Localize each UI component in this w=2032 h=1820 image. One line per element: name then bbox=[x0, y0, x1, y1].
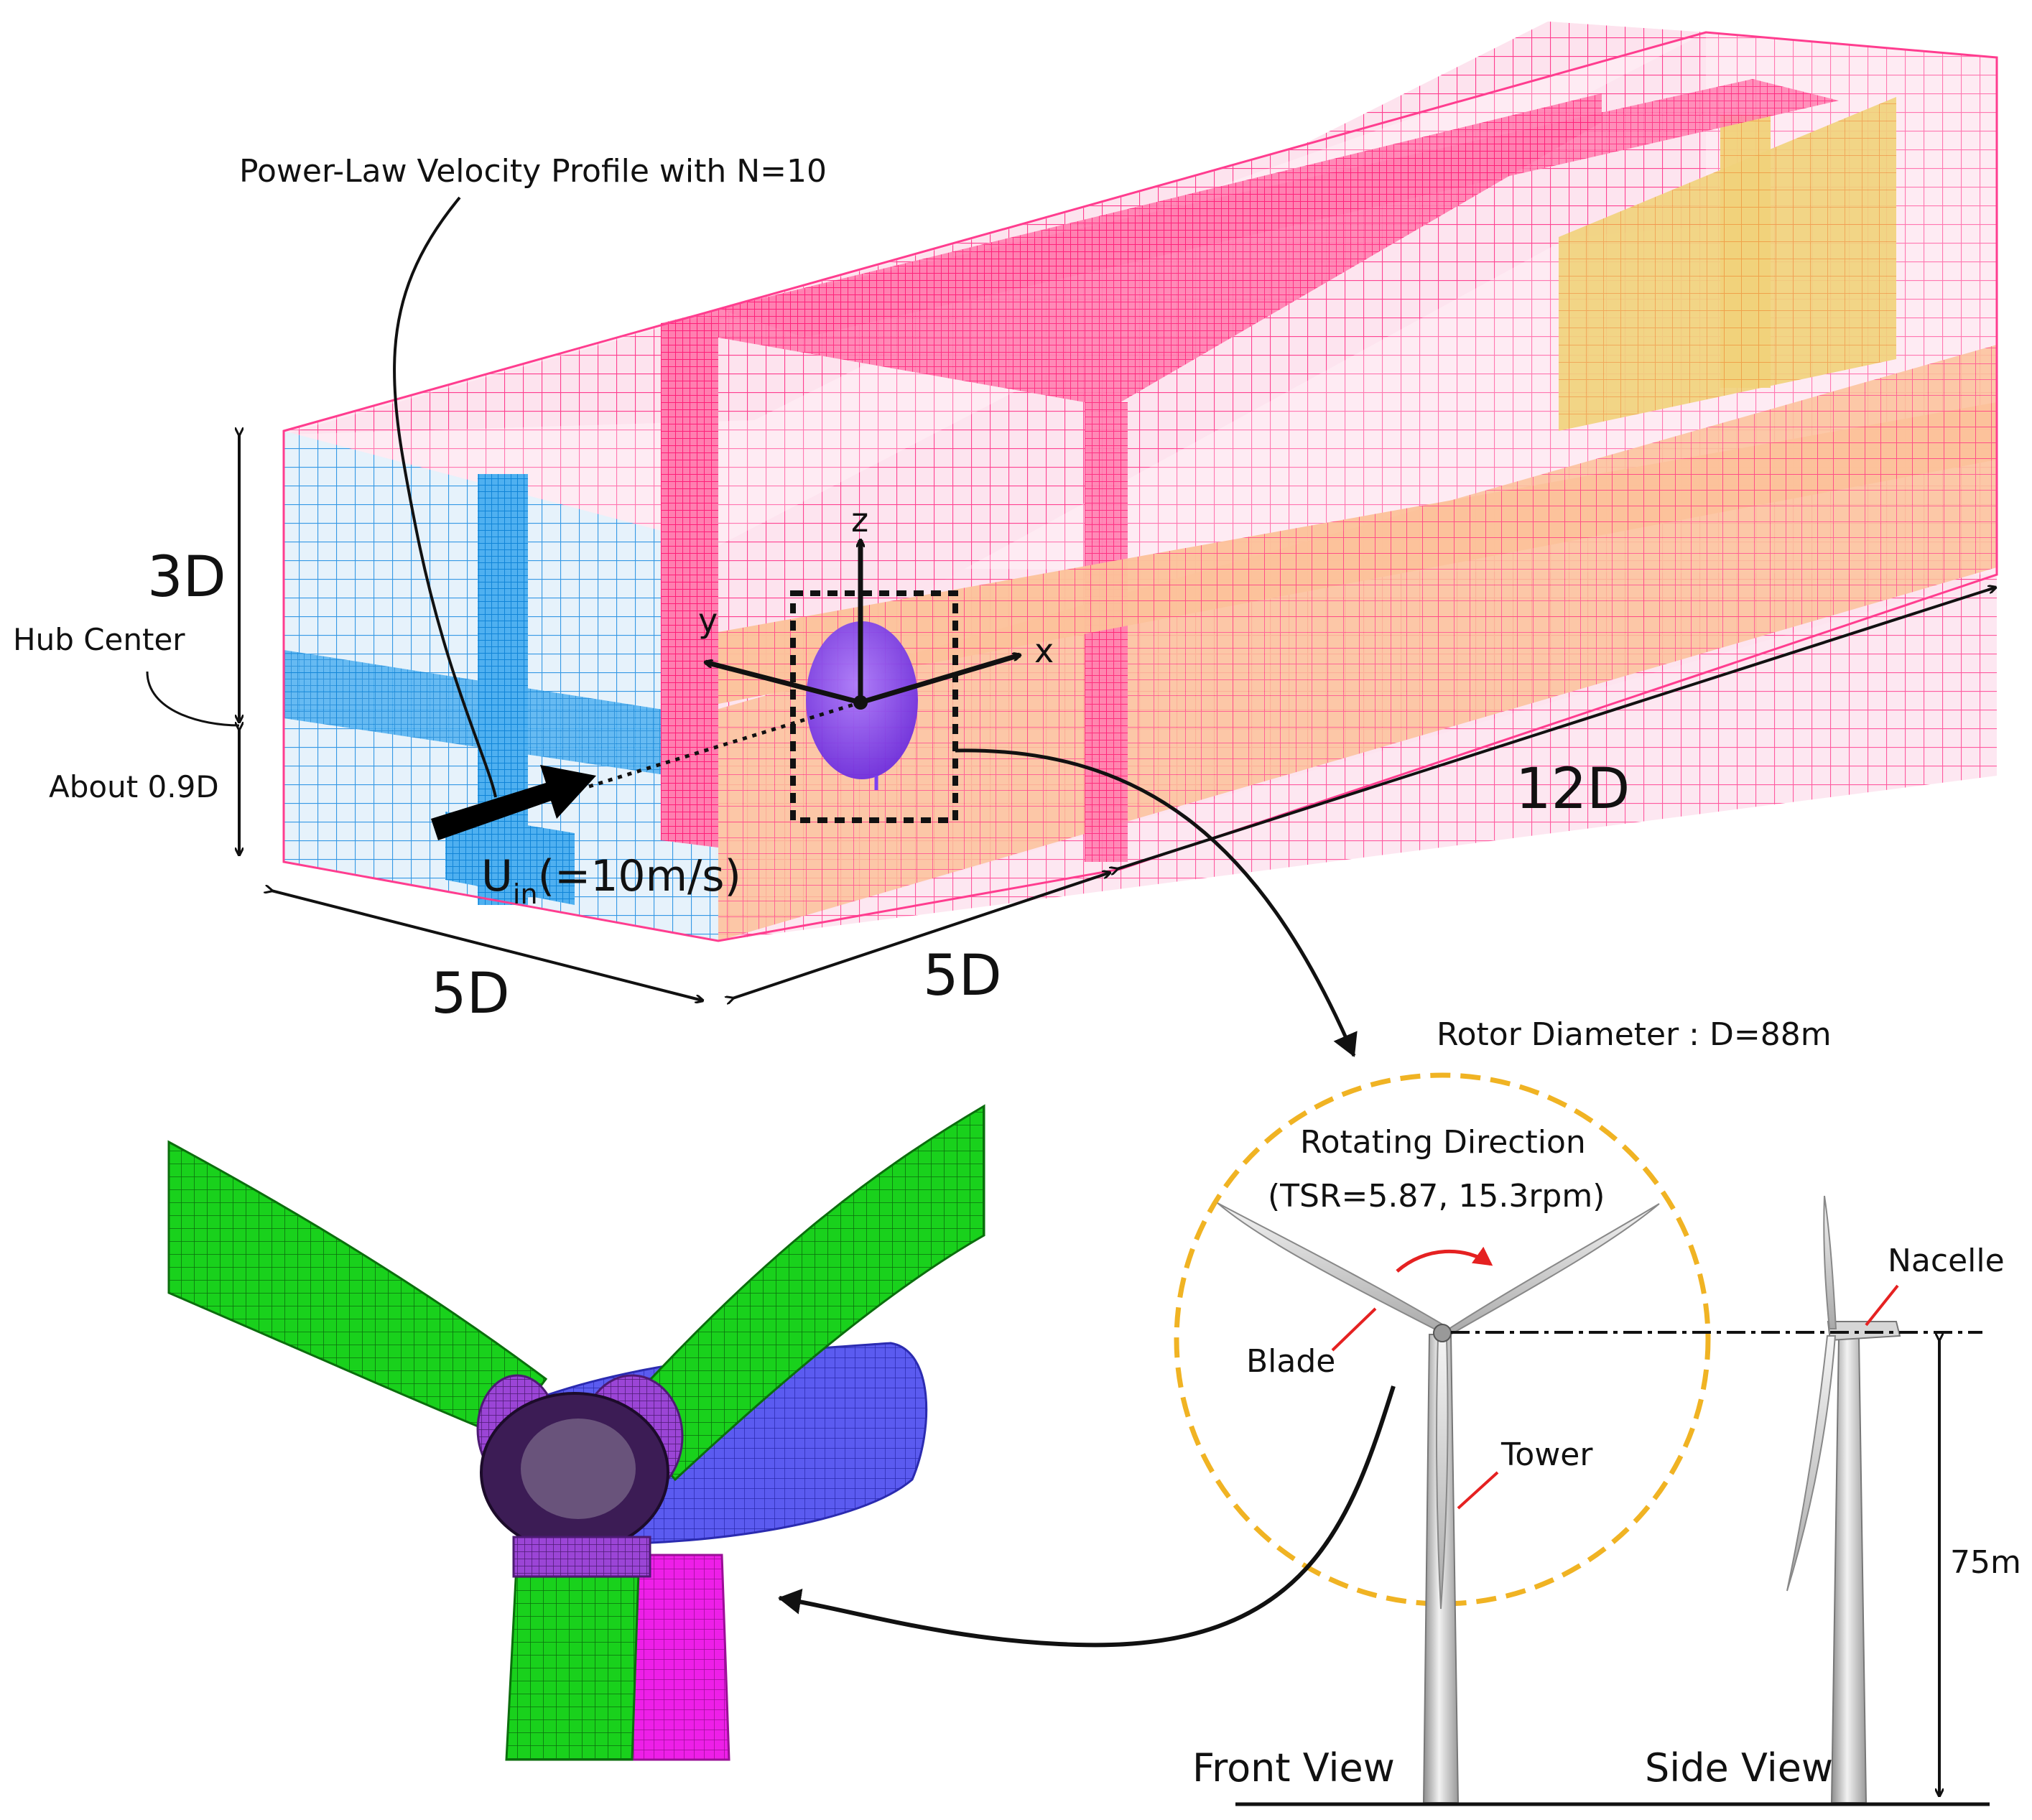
front-blade-right bbox=[1440, 1203, 1660, 1337]
rotor-diameter-label: Rotor Diameter : D=88m bbox=[1437, 1016, 1832, 1053]
inlet-refinement-row bbox=[284, 650, 718, 783]
x-axis-label: x bbox=[1034, 631, 1054, 670]
tower-label: Tower bbox=[1500, 1436, 1593, 1473]
nacelle-pointer bbox=[1865, 1284, 1899, 1327]
width-label: 5D bbox=[431, 962, 510, 1026]
inflow-value: (=10m/s) bbox=[538, 851, 741, 901]
turbine-views: Rotor Diameter : D=88m Rotating Directio… bbox=[778, 1016, 2021, 1806]
domain-top-face-fill bbox=[284, 22, 1706, 438]
refinement-band-horizontal bbox=[718, 402, 1997, 704]
blade-pointer bbox=[1331, 1307, 1377, 1352]
computational-domain-mesh bbox=[282, 22, 1998, 942]
rotating-params-label: (TSR=5.87, 15.3rpm) bbox=[1268, 1178, 1605, 1215]
side-view-turbine bbox=[1786, 1195, 1901, 1803]
rotor-refinement-box bbox=[790, 590, 958, 823]
below-hub-label: About 0.9D bbox=[49, 769, 219, 804]
domain-annotations: Power-Law Velocity Profile with N=10 3D … bbox=[13, 153, 1995, 1057]
front-blade-left bbox=[1217, 1202, 1445, 1334]
side-tower bbox=[1830, 1337, 1868, 1803]
closeup-blade-lower-magenta bbox=[623, 1554, 730, 1761]
side-nacelle bbox=[1827, 1321, 1901, 1342]
upstream-dimension-line bbox=[733, 873, 1110, 998]
y-axis bbox=[705, 662, 861, 705]
front-view-label: Front View bbox=[1192, 1745, 1395, 1791]
front-view-turbine bbox=[1217, 1202, 1660, 1803]
hub-center-leader bbox=[146, 671, 240, 727]
width-dimension-line bbox=[272, 891, 702, 1000]
blade-label: Blade bbox=[1246, 1343, 1335, 1380]
inflow-symbol: U bbox=[481, 851, 513, 901]
profile-label: Power-Law Velocity Profile with N=10 bbox=[239, 153, 827, 190]
side-blade-up bbox=[1823, 1195, 1837, 1329]
rotor-region: z x y bbox=[588, 501, 1054, 823]
rotation-arrow bbox=[1396, 1246, 1493, 1273]
profile-leader-line bbox=[393, 196, 497, 798]
inflow-arrow-shape bbox=[431, 765, 596, 840]
rotor-to-turbine-connector bbox=[955, 748, 1358, 1057]
rotating-direction-label: Rotating Direction bbox=[1300, 1124, 1586, 1161]
closeup-hub-base bbox=[512, 1536, 651, 1578]
z-axis-label: z bbox=[851, 501, 868, 539]
refinement-band-top-2 bbox=[718, 79, 1839, 338]
closeup-hub-spinner bbox=[521, 1419, 636, 1519]
side-blade-down bbox=[1786, 1335, 1837, 1592]
closeup-blade-upper-left bbox=[167, 1140, 548, 1438]
y-axis-label: y bbox=[698, 601, 718, 640]
refinement-band-vertical bbox=[661, 316, 718, 848]
downstream-label: 12D bbox=[1516, 757, 1630, 822]
tower-pointer bbox=[1457, 1471, 1499, 1510]
nacelle-label: Nacelle bbox=[1888, 1243, 2005, 1279]
wake-refinement-stripe bbox=[1720, 115, 1771, 388]
closeup-blade-lower-green bbox=[505, 1550, 641, 1761]
upstream-label: 5D bbox=[923, 944, 1002, 1008]
hub-center-label: Hub Center bbox=[13, 622, 185, 657]
inflow-subscript: in bbox=[513, 878, 538, 910]
front-hub bbox=[1433, 1324, 1452, 1342]
side-view-label: Side View bbox=[1645, 1745, 1833, 1791]
downstream-dimension-line bbox=[1117, 588, 1995, 869]
hub-height-label: 75m bbox=[1950, 1544, 2021, 1581]
rotor-swept-circle bbox=[1174, 1072, 1711, 1607]
inlet-bottom-refinement bbox=[445, 812, 575, 905]
inflow-centerline bbox=[588, 700, 861, 789]
hub-to-closeup-connector bbox=[778, 1385, 1396, 1648]
hub-mesh-closeup bbox=[167, 1104, 985, 1761]
height-label: 3D bbox=[147, 545, 226, 610]
x-axis bbox=[860, 655, 1020, 705]
front-blade-down bbox=[1435, 1337, 1449, 1610]
